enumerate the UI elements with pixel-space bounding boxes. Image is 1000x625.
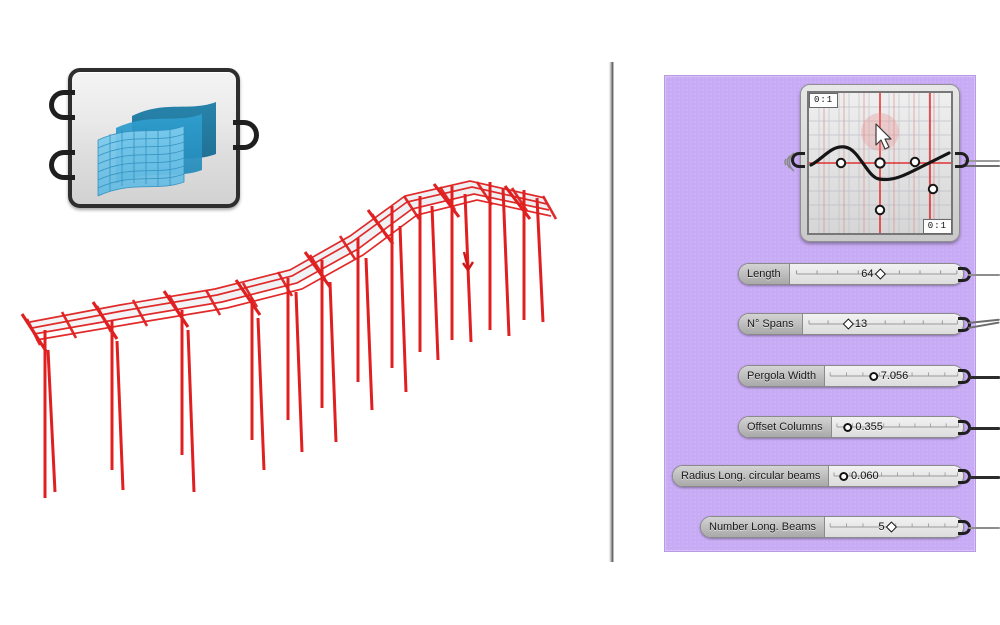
- slider-n-spans-track[interactable]: 13: [802, 314, 963, 334]
- graph-domain-label-bottom: 0:1: [922, 219, 952, 234]
- wire-number-long-beams: [968, 527, 1000, 529]
- slider-length-label: Length: [739, 264, 790, 284]
- tick-marks: [808, 320, 958, 325]
- slider-n-spans-label: N° Spans: [739, 314, 803, 334]
- slider-radius-handle[interactable]: [839, 471, 849, 481]
- slider-radius-long-circular-beams[interactable]: Radius Long. circular beams 0.060: [672, 465, 971, 487]
- slider-number-long-beams-handle[interactable]: [885, 521, 898, 533]
- graph-curve: [809, 145, 951, 182]
- graph-mapper-frame[interactable]: 0:1 0:1: [800, 84, 960, 242]
- arrow-marker: [462, 251, 475, 273]
- rhino-viewport[interactable]: [0, 0, 612, 625]
- slider-radius-label: Radius Long. circular beams: [673, 466, 830, 486]
- slider-pergola-width-handle[interactable]: [868, 371, 878, 381]
- slider-radius-readout: 0.060: [839, 466, 879, 486]
- wire-pergola-width: [968, 376, 1000, 379]
- loft-surface-icon: [97, 102, 216, 197]
- loft-component[interactable]: [49, 68, 259, 208]
- slider-pergola-width-value: 7.056: [880, 370, 909, 382]
- tick-marks: [833, 472, 959, 477]
- slider-length[interactable]: Length 64: [738, 263, 971, 285]
- slider-number-long-beams-readout: 5: [878, 517, 898, 537]
- slider-pergola-width-track[interactable]: 7.056: [825, 366, 963, 386]
- panel-divider: [608, 62, 614, 562]
- slider-number-long-beams-value: 5: [878, 521, 885, 533]
- slider-number-long-beams-label: Number Long. Beams: [701, 517, 825, 537]
- control-points: [835, 156, 939, 216]
- slider-radius-track[interactable]: 0.060: [829, 466, 963, 486]
- slider-length-readout: 64: [861, 264, 887, 284]
- slider-radius-value: 0.060: [851, 470, 879, 482]
- slider-offset-columns-track[interactable]: 0.355: [831, 417, 963, 437]
- transverse-girders: [20, 183, 532, 352]
- graph-input-port[interactable]: [791, 152, 805, 168]
- slider-n-spans-value: 13: [854, 318, 868, 330]
- columns: [43, 182, 545, 498]
- slider-number-long-beams[interactable]: Number Long. Beams 5: [700, 516, 971, 538]
- graph-output-port[interactable]: [955, 152, 969, 168]
- slider-pergola-width[interactable]: Pergola Width 7.056: [738, 365, 971, 387]
- input-port-2[interactable]: [49, 150, 75, 180]
- slider-n-spans-readout: 13: [842, 314, 868, 334]
- graph-domain-label-top: 0:1: [809, 93, 839, 108]
- slider-length-value: 64: [861, 268, 874, 280]
- graph-mapper-canvas[interactable]: [807, 91, 953, 235]
- wire-graph-a: [964, 160, 1000, 162]
- slider-pergola-width-label: Pergola Width: [739, 366, 826, 386]
- graph-plot: [809, 93, 951, 233]
- wire-length: [968, 274, 1000, 276]
- slider-offset-columns-label: Offset Columns: [739, 417, 832, 437]
- slider-offset-columns-handle[interactable]: [843, 422, 853, 432]
- slider-offset-columns-value: 0.355: [855, 421, 883, 433]
- wire-graph-b: [964, 165, 1000, 167]
- output-port-1[interactable]: [233, 120, 259, 150]
- slider-length-handle[interactable]: [874, 268, 887, 280]
- slider-pergola-width-readout: 7.056: [868, 366, 909, 386]
- tick-marks: [829, 372, 959, 377]
- graph-mapper[interactable]: 0:1 0:1: [784, 84, 969, 242]
- wire-radius: [968, 476, 1000, 479]
- slider-length-track[interactable]: 64: [789, 264, 963, 284]
- slider-number-long-beams-track[interactable]: 5: [825, 517, 963, 537]
- slider-n-spans-output-port[interactable]: [958, 317, 971, 332]
- slider-offset-columns-readout: 0.355: [843, 417, 883, 437]
- slider-n-spans-handle[interactable]: [842, 318, 854, 330]
- slider-n-spans[interactable]: N° Spans 13: [738, 313, 971, 335]
- component-body[interactable]: [68, 68, 240, 208]
- pergola-model: [20, 180, 558, 498]
- slider-offset-columns[interactable]: Offset Columns 0.355: [738, 416, 971, 438]
- wire-offset-columns: [968, 427, 1000, 430]
- input-port-1[interactable]: [49, 90, 75, 120]
